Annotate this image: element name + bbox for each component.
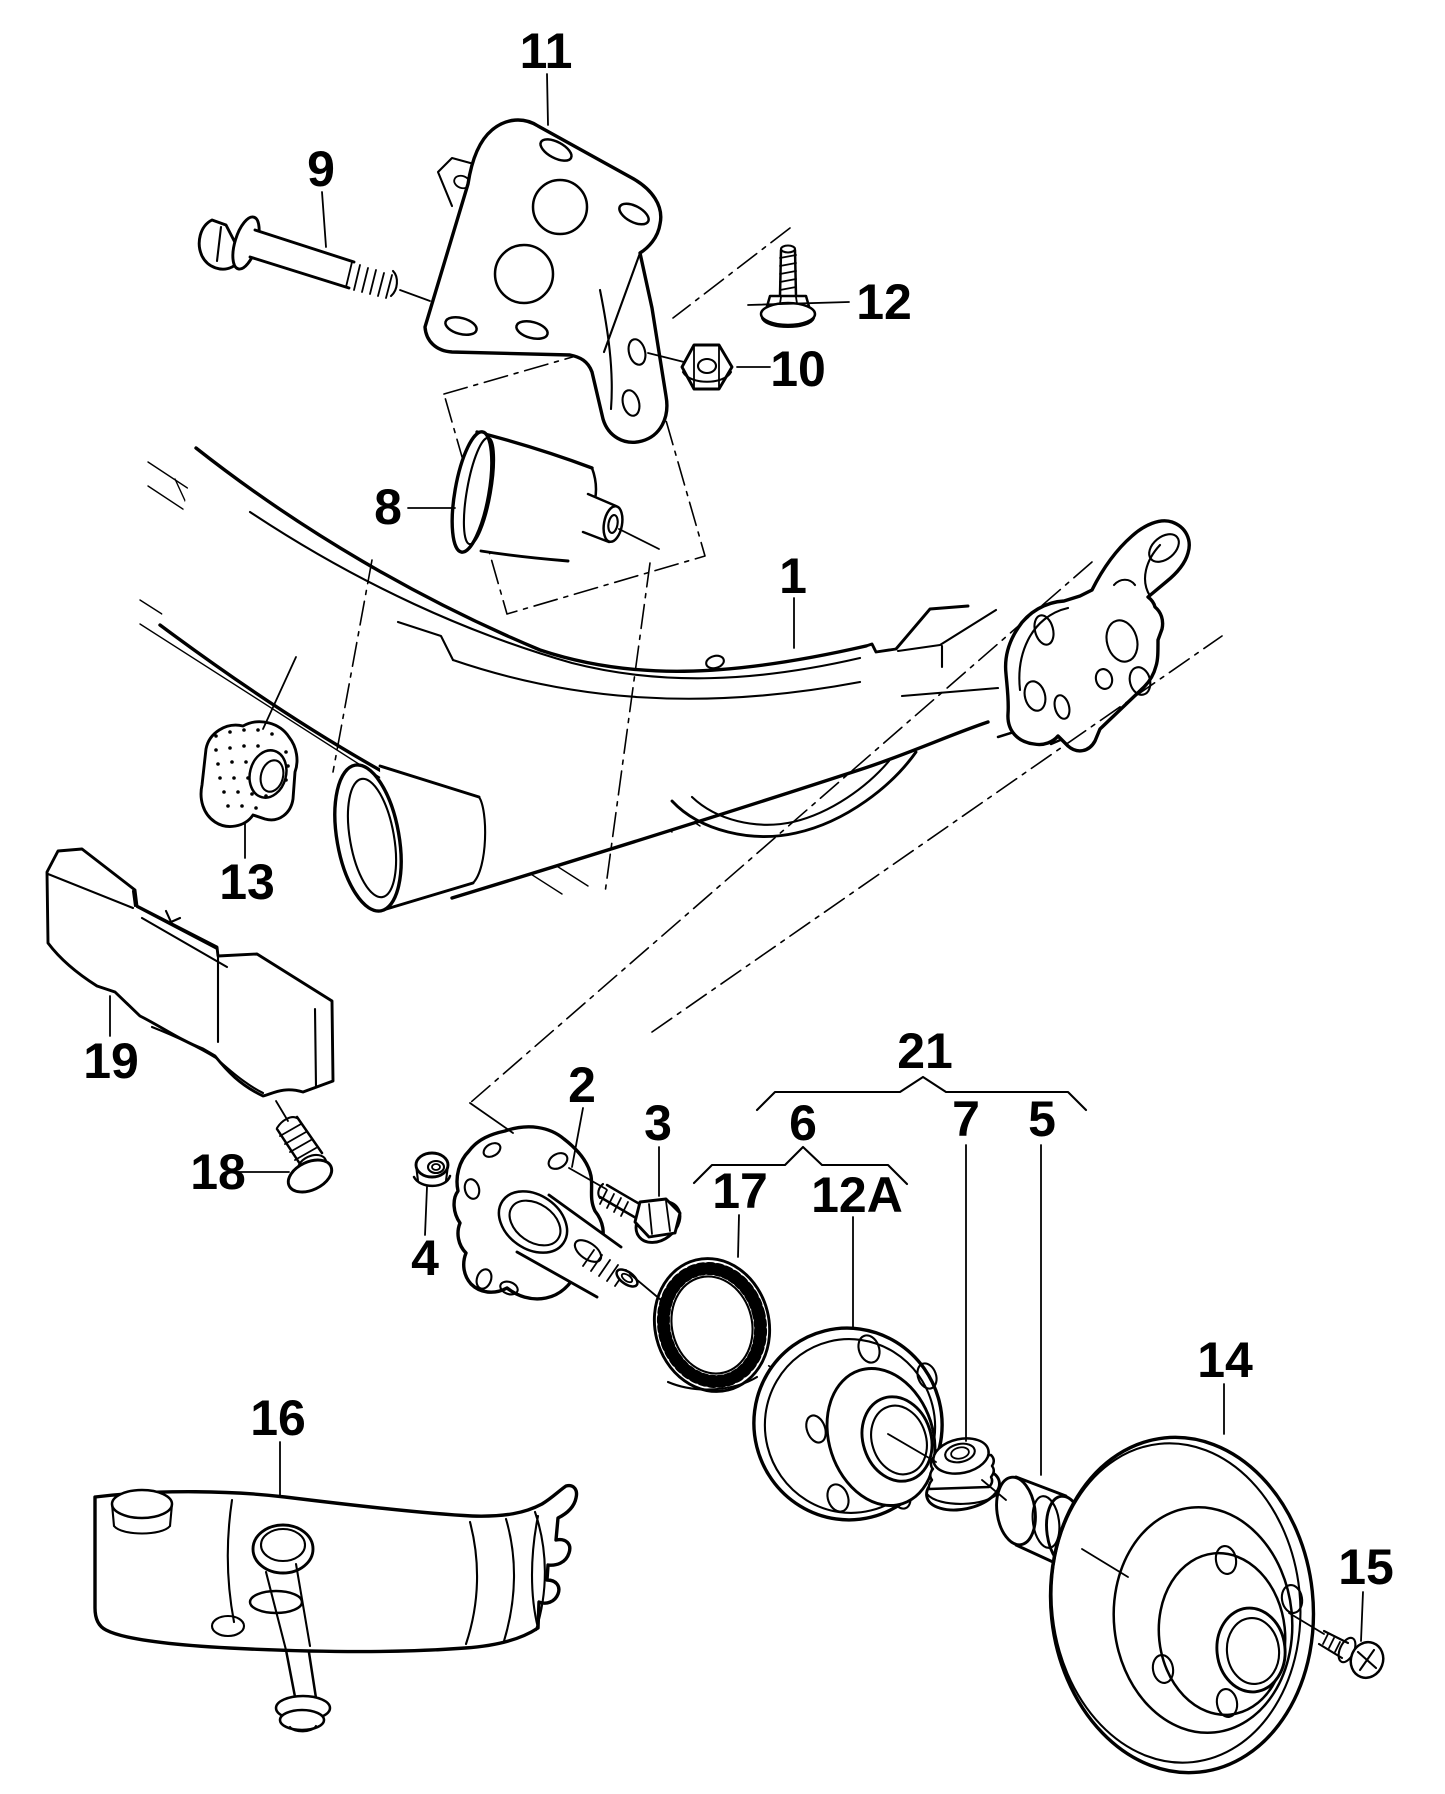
part-16-bracket [93, 1483, 579, 1733]
part-9-bolt [197, 215, 398, 299]
callout-11: 11 [520, 23, 573, 79]
callout-3: 3 [644, 1095, 672, 1151]
callout-14: 14 [1197, 1332, 1253, 1388]
part-19-damper-block [45, 847, 335, 1098]
bolt-3-head [633, 1197, 682, 1239]
part-12a-wheel-hub [752, 1326, 944, 1522]
spindle-threads [582, 1249, 627, 1287]
part-3-bolt [597, 1182, 682, 1244]
bolt-9-threads [345, 261, 393, 299]
callout-15: 15 [1338, 1539, 1394, 1595]
part-12-bolt [759, 244, 817, 328]
callout-4: 4 [411, 1230, 439, 1286]
bolt-3-threads [599, 1189, 629, 1217]
part-2-stub-axle [452, 1125, 639, 1301]
callout-8: 8 [374, 479, 402, 535]
callout-10: 10 [770, 341, 826, 397]
clamp-stipple-dots [214, 728, 290, 810]
part-4-bushing [412, 1151, 452, 1188]
bolt-12-threads [779, 254, 797, 291]
callout-16: 16 [250, 1390, 306, 1446]
callout-7: 7 [952, 1091, 980, 1147]
screw-15-threads [1322, 1633, 1341, 1653]
callout-1: 1 [779, 548, 807, 604]
callout-21: 21 [897, 1023, 953, 1079]
bolt-18-threads [279, 1123, 317, 1161]
callout-9: 9 [307, 141, 335, 197]
spring-seat-dome [670, 750, 918, 838]
callout-19: 19 [83, 1033, 139, 1089]
beam-pivot-tube [333, 763, 487, 913]
part-15-screw [1317, 1629, 1385, 1680]
callouts: 1 2 3 4 5 6 7 8 9 10 11 12 12A 13 14 15 … [83, 23, 1394, 1595]
beam-gusset [896, 608, 1000, 698]
leader-lines [109, 73, 1364, 1642]
callout-6: 6 [789, 1095, 817, 1151]
phillips-cross [1356, 1648, 1378, 1672]
part-18-bolt [275, 1115, 334, 1194]
part-10-nut [680, 343, 734, 391]
part-1-axle-beam [158, 446, 1191, 913]
part-11-mounting-bracket [423, 118, 669, 444]
beam-top-edge [194, 446, 868, 674]
brace-6 [692, 1145, 909, 1186]
callout-18: 18 [190, 1144, 246, 1200]
callout-5: 5 [1028, 1091, 1056, 1147]
callout-2: 2 [568, 1057, 596, 1113]
part-13-clamp [199, 720, 299, 828]
brace-21 [755, 1075, 1088, 1112]
part-17-abs-ring [652, 1257, 772, 1393]
beam-end-plate [1003, 519, 1191, 753]
callout-13: 13 [219, 854, 275, 910]
part-14-brake-disc [1048, 1435, 1316, 1775]
part-8-bushing [450, 430, 624, 563]
callout-12a: 12A [811, 1167, 903, 1223]
callout-17: 17 [712, 1163, 768, 1219]
part-7-axle-nut [925, 1437, 1001, 1512]
callout-12: 12 [856, 274, 912, 330]
